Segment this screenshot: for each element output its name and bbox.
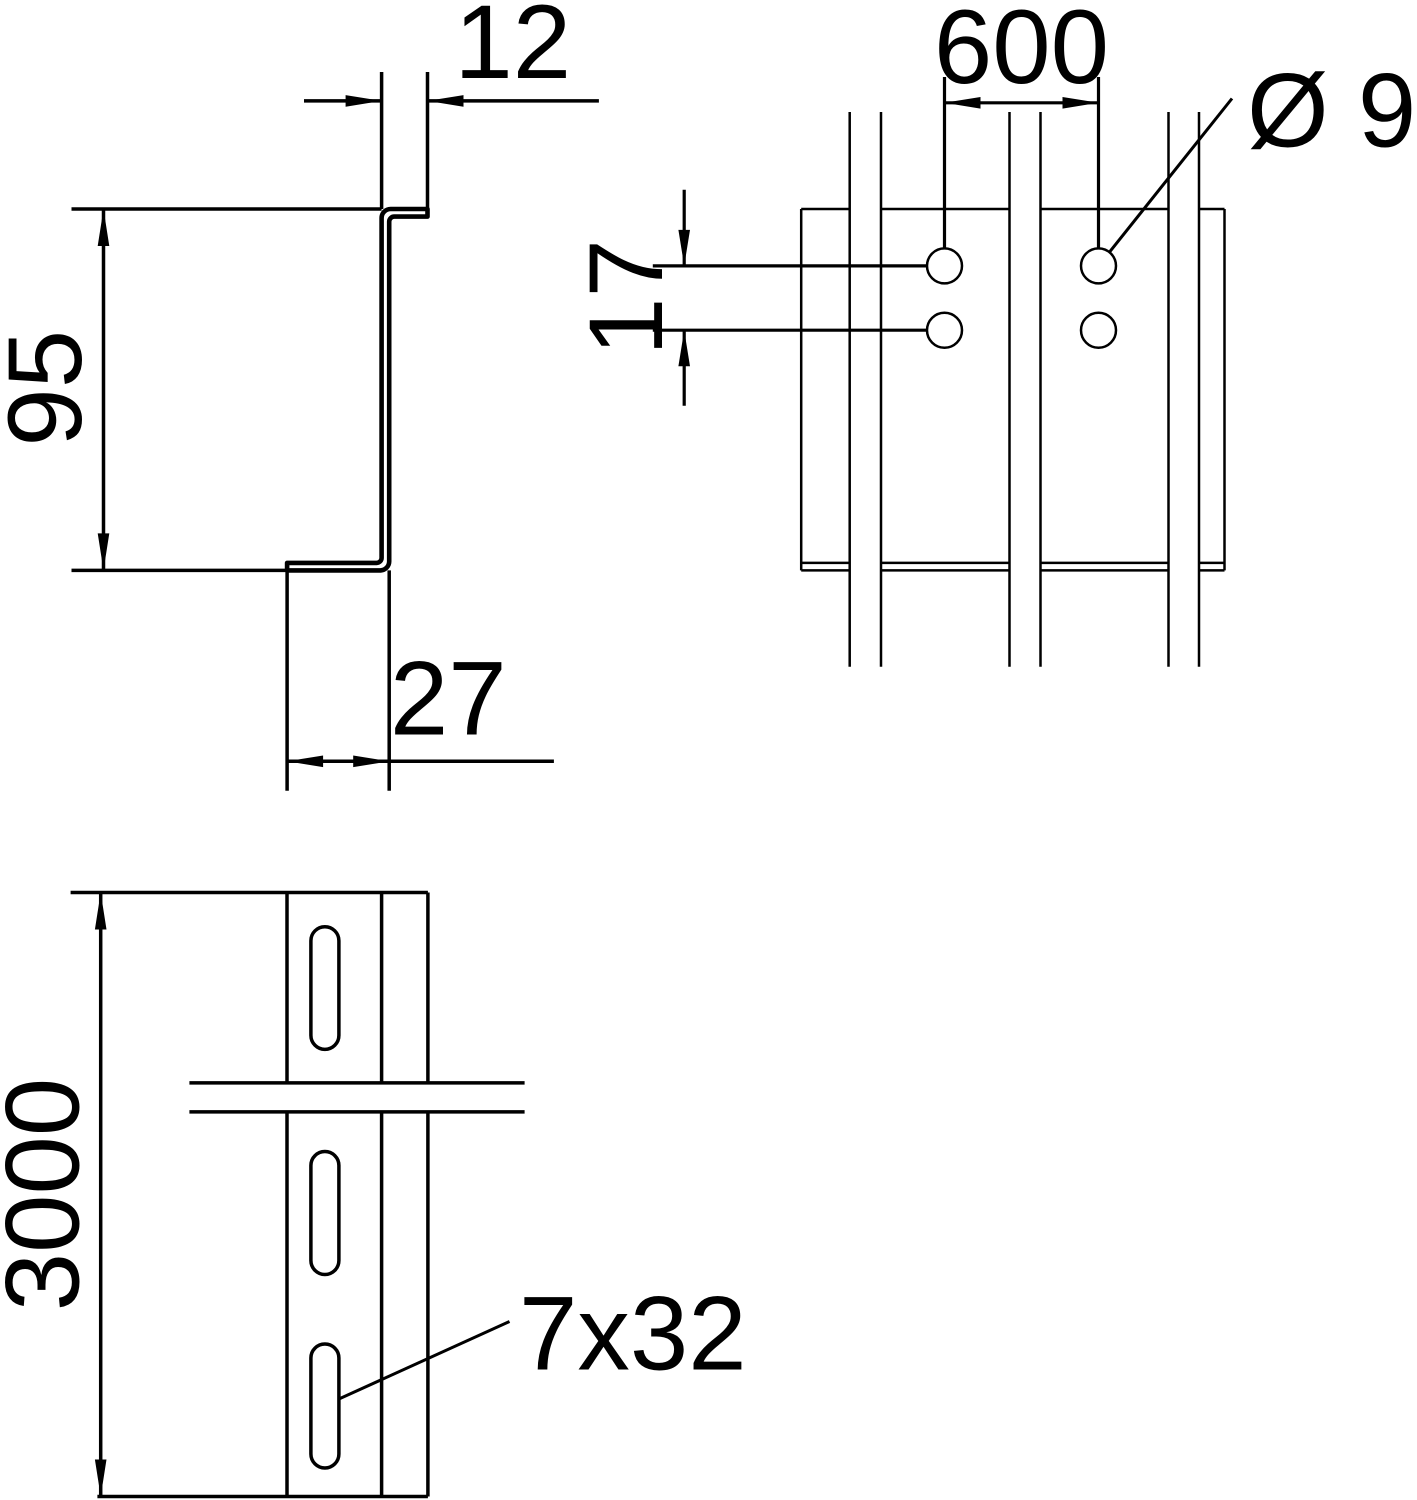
side-view-profile-outline (284, 206, 430, 573)
dim-3000-arrow-down (94, 1459, 107, 1497)
dim-27-arrow-right (353, 755, 390, 768)
slot-size-label: 7x32 (519, 1276, 747, 1393)
hole-diameter-leader-line (1108, 97, 1234, 254)
dim-3000-label: 3000 (0, 1078, 102, 1312)
slot-1 (309, 924, 341, 1052)
front-view-figure: 600 17 Ø 9 (568, 0, 1416, 667)
hole-top-left (925, 247, 964, 285)
hole-bottom-right (1079, 311, 1118, 349)
length-view-profile (70, 890, 525, 1499)
dim-12-arrow-left (427, 95, 464, 107)
dim-17-label: 17 (568, 239, 685, 356)
dim-3000-arrow-up (94, 892, 107, 930)
slot-3 (309, 1342, 341, 1470)
front-view-plate (799, 207, 1226, 572)
side-view-figure: 95 12 27 (0, 0, 599, 791)
front-view-rails (848, 112, 1201, 667)
dim-27 (285, 570, 554, 791)
dim-95-arrow-down (97, 533, 110, 571)
dim-600-label: 600 (934, 0, 1109, 106)
dim-95-arrow-up (97, 209, 110, 246)
dim-12-label: 12 (454, 0, 571, 101)
dim-600-arrow-right (1062, 97, 1099, 109)
length-view-figure: 3000 7x32 (0, 890, 747, 1499)
hole-top-right (1079, 247, 1118, 285)
front-view-holes (925, 247, 1118, 349)
dim-12-arrow-right (345, 95, 382, 107)
dim-17 (652, 189, 927, 406)
hole-bottom-left (925, 311, 964, 349)
dim-95 (71, 207, 382, 573)
slot-size-leader-line (338, 1320, 511, 1401)
dim-95-label: 95 (0, 330, 104, 447)
dim-27-label: 27 (390, 640, 507, 757)
dim-17-arrow-up (678, 330, 690, 367)
dim-600-arrow-left (944, 97, 981, 109)
hole-diameter-label: Ø 9 (1247, 53, 1416, 170)
dim-17-arrow-down (678, 229, 690, 266)
dim-27-arrow-left (287, 755, 324, 768)
slot-2 (309, 1149, 341, 1277)
